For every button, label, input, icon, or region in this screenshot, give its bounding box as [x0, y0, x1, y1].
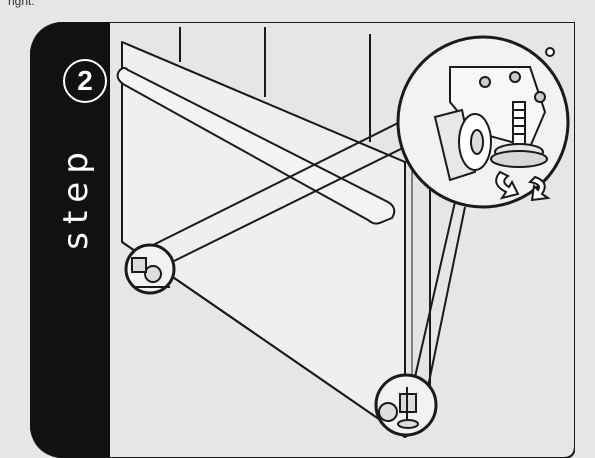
rotate-left-arrow-icon	[495, 170, 520, 200]
left-caster-callout	[124, 243, 176, 295]
rotate-right-arrow-icon	[527, 175, 551, 202]
step-number-badge: 2	[63, 59, 107, 103]
appliance-illustration	[116, 27, 570, 438]
oven-handle	[116, 67, 396, 225]
instruction-panel: 2 step	[30, 22, 575, 458]
right-caster-callout	[374, 373, 438, 437]
magnified-caster-callout	[396, 35, 570, 209]
